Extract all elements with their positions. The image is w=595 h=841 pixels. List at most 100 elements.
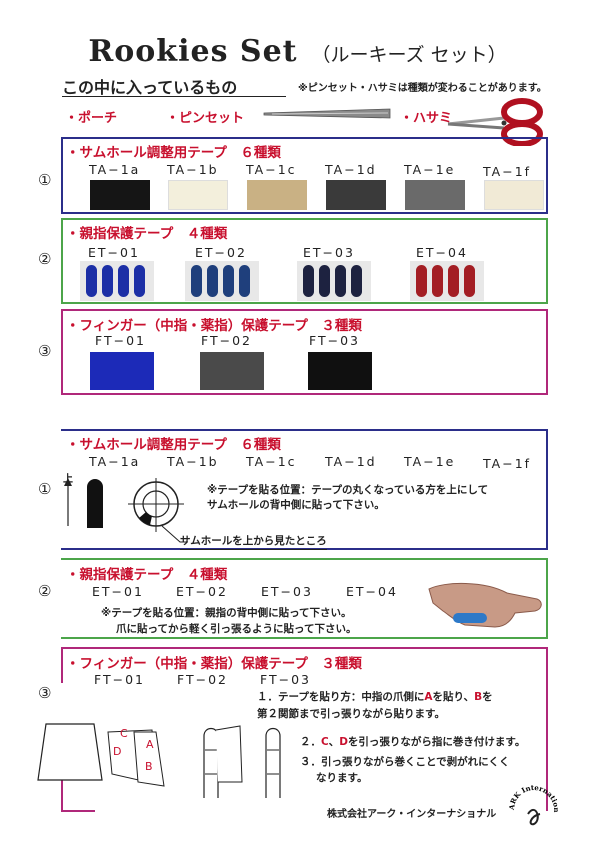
section-bottom-3-header: ・フィンガー（中指・薬指）保護テープ ３種類: [66, 656, 362, 672]
thumbhole-diagram: [128, 478, 184, 532]
ft-02-label: FT−02: [177, 672, 228, 687]
et-01-swatch: [80, 261, 154, 301]
section-bottom-3-left-edge-low: [61, 778, 63, 812]
tweezers-icon: [263, 108, 391, 119]
section-bottom-2-header: ・親指保護テープ ４種類: [66, 567, 228, 583]
section-bottom-2-number: ②: [38, 582, 52, 600]
et-04-label: ET−04: [346, 584, 398, 599]
step-3-line-2: なります。: [316, 772, 368, 784]
ft-02-code: FT−02: [201, 333, 252, 348]
ft-01-code: FT−01: [95, 333, 146, 348]
ta-1d-label: TA−1d: [325, 454, 377, 469]
label-D: D: [113, 745, 122, 758]
item-tweezers: ・ピンセット: [166, 111, 245, 126]
label-C: C: [120, 727, 128, 740]
ta-1c-swatch: [247, 180, 307, 210]
section-top-1-number: ①: [38, 171, 52, 189]
ta-1f-swatch: [484, 180, 544, 210]
label-A: A: [146, 738, 154, 751]
ta-1f-label: TA−1f: [483, 456, 532, 471]
tape-pill: [351, 265, 362, 297]
ta-1b-label: TA−1b: [167, 454, 219, 469]
page-title: Rookies Set （ルーキーズ セット）: [0, 34, 595, 69]
tape-pill: [86, 265, 97, 297]
section-top-2-header: ・親指保護テープ ４種類: [66, 226, 228, 242]
ta-1a-code: TA−1a: [89, 162, 141, 177]
ta-1e-swatch: [405, 180, 465, 210]
tape-pill: [464, 265, 475, 297]
tape-pill: [207, 265, 218, 297]
section-top-1-header: ・サムホール調整用テープ ６種類: [66, 145, 281, 161]
section-bottom-3: [61, 647, 548, 811]
finger-step-2-illustration: [265, 727, 281, 798]
contents-label: この中に入っているもの: [62, 78, 238, 97]
company-logo: ARK International: [504, 773, 562, 836]
et-02-swatch: [185, 261, 259, 301]
ta-1b-code: TA−1b: [167, 162, 219, 177]
et-03-label: ET−03: [261, 584, 313, 599]
up-arrow-icon: [64, 478, 72, 526]
thumbhole-caption: サムホールを上から見たところ: [180, 534, 327, 550]
section-top-2-number: ②: [38, 250, 52, 268]
tape-pill: [134, 265, 145, 297]
ta-1a-swatch: [90, 180, 150, 210]
et-04-swatch: [410, 261, 484, 301]
scissors-icon: [447, 98, 543, 146]
ta-1e-code: TA−1e: [404, 162, 456, 177]
section-top-3-number: ③: [38, 342, 52, 360]
section-top-3-header: ・フィンガー（中指・薬指）保護テープ ３種類: [66, 318, 362, 334]
ft-03-label: FT−03: [260, 672, 311, 687]
section-bottom-2: [61, 558, 548, 639]
ft-02-swatch: [200, 352, 264, 390]
section-bottom-2-note-2: 爪に貼ってから軽く引っ張るように貼って下さい。: [116, 623, 357, 635]
tape-pill: [191, 265, 202, 297]
section-bottom-1-note-1: ※テープを貼る位置：テープの丸くなっている方を上にして: [207, 484, 489, 496]
tape-trapezoid: [37, 723, 103, 781]
title-sub: （ルーキーズ セット）: [311, 44, 507, 66]
section-top-2: [61, 218, 548, 304]
ft-03-swatch: [308, 352, 372, 390]
tape-cut-diagram: [107, 729, 165, 787]
section-bottom-1-number: ①: [38, 480, 52, 498]
section-top-3: [61, 309, 548, 395]
section-bottom-3-left-edge: [61, 647, 63, 683]
ta-1c-label: TA−1c: [246, 454, 297, 469]
section-bottom-3-bottom-edge: [61, 810, 95, 812]
tape-pill: [223, 265, 234, 297]
section-bottom-3-number: ③: [38, 684, 52, 702]
label-B: B: [145, 760, 153, 773]
et-03-swatch: [297, 261, 371, 301]
tape-pill: [118, 265, 129, 297]
step-2: ２．C、Dを引っ張りながら指に巻き付けます。: [300, 736, 526, 748]
tape-pill: [448, 265, 459, 297]
title-main: Rookies Set: [88, 34, 298, 69]
et-04-code: ET−04: [416, 245, 468, 260]
contents-underline: [62, 96, 286, 97]
section-bottom-1-header: ・サムホール調整用テープ ６種類: [66, 437, 281, 453]
step-3-line-1: ３．引っ張りながら巻くことで剥がれにくく: [300, 756, 510, 768]
ta-1d-code: TA−1d: [325, 162, 377, 177]
caption-pointer: [161, 525, 188, 543]
tape-pill: [239, 265, 250, 297]
ft-01-swatch: [90, 352, 154, 390]
ta-1c-code: TA−1c: [246, 162, 297, 177]
company-name: 株式会社アーク・インターナショナル: [327, 809, 497, 820]
tape-pill: [335, 265, 346, 297]
ta-1a-label: TA−1a: [89, 454, 141, 469]
tape-pill: [319, 265, 330, 297]
tape-pill: [432, 265, 443, 297]
finger-step-1-illustration: [203, 725, 243, 798]
contents-note: ※ピンセット・ハサミは種類が変わることがあります。: [298, 83, 547, 94]
item-pouch: ・ポーチ: [65, 111, 118, 126]
section-bottom-1-note-2: サムホールの背中側に貼って下さい。: [207, 499, 385, 511]
ta-1e-label: TA−1e: [404, 454, 456, 469]
et-01-label: ET−01: [92, 584, 144, 599]
tape-shape-icon: [87, 479, 103, 528]
tape-pill: [303, 265, 314, 297]
et-02-code: ET−02: [195, 245, 247, 260]
et-01-code: ET−01: [88, 245, 140, 260]
ta-1f-code: TA−1f: [483, 164, 532, 179]
et-02-label: ET−02: [176, 584, 228, 599]
et-03-code: ET−03: [303, 245, 355, 260]
ta-1d-swatch: [326, 180, 386, 210]
